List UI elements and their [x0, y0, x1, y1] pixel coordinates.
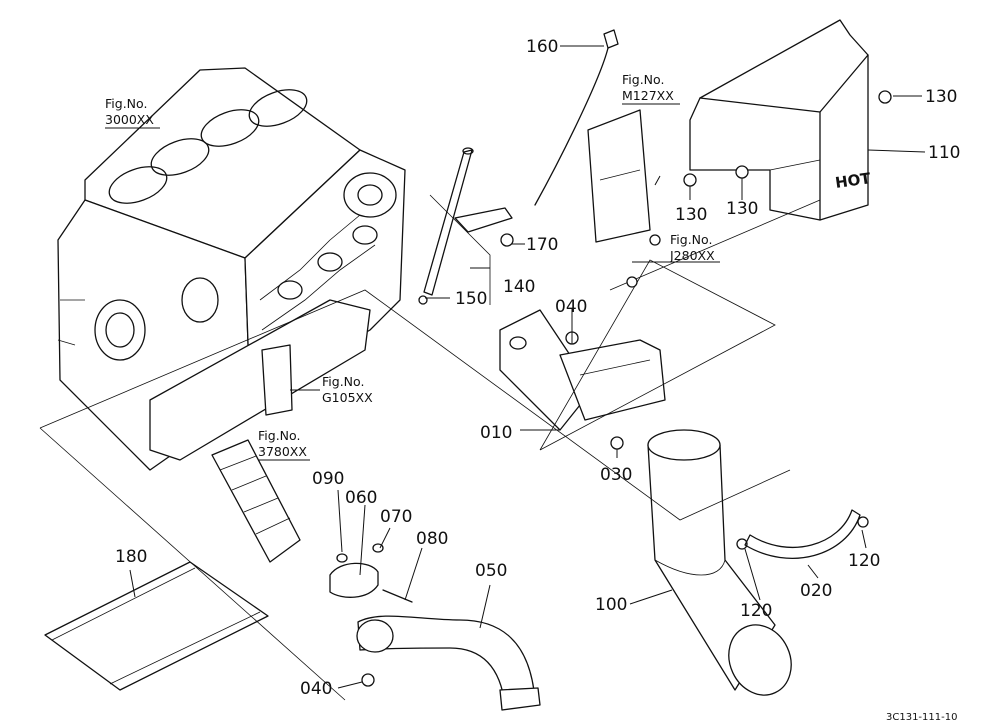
- ref-j280xx-line1: Fig.No.: [670, 232, 712, 247]
- label-130-left: 130: [675, 205, 707, 225]
- shield-bracket: [587, 109, 651, 243]
- muffler: [647, 429, 792, 696]
- label-130-mid: 130: [726, 199, 758, 219]
- ref-3780xx-line2: 3780XX: [258, 444, 307, 459]
- drawing-code: 3C131-111-10: [886, 712, 957, 723]
- label-030: 030: [600, 465, 632, 485]
- leader-lines: [129, 45, 926, 689]
- figure-references: Fig.No. 3000XX Fig.No. M127XX Fig.No. J2…: [105, 72, 720, 461]
- ref-g105xx-line1: Fig.No.: [322, 374, 364, 389]
- ref-m127xx-line2: M127XX: [622, 88, 674, 103]
- heat-shield: [689, 19, 869, 221]
- label-120-right: 120: [848, 551, 880, 571]
- label-060: 060: [345, 488, 377, 508]
- muffler-clamp: [736, 509, 869, 559]
- label-100: 100: [595, 595, 627, 615]
- phantom-lines: [39, 194, 821, 701]
- part-number-labels: 160 130 110 130 130 170 140 150 040 010 …: [115, 37, 960, 699]
- dipstick: [534, 29, 619, 206]
- label-150: 150: [455, 289, 487, 309]
- label-160: 160: [526, 37, 558, 57]
- fasteners: [361, 90, 892, 687]
- muffler-bracket: [499, 309, 666, 431]
- ref-3000xx-line2: 3000XX: [105, 112, 154, 127]
- label-080: 080: [416, 529, 448, 549]
- dipstick-guide-tube: [418, 147, 474, 305]
- label-090: 090: [312, 469, 344, 489]
- label-050: 050: [475, 561, 507, 581]
- hot-warning-label: HOT: [834, 169, 872, 192]
- ref-3780xx-line1: Fig.No.: [258, 428, 300, 443]
- engine-block: [57, 67, 406, 471]
- label-170: 170: [526, 235, 558, 255]
- ref-m127xx-line1: Fig.No.: [622, 72, 664, 87]
- label-120-bottom: 120: [740, 601, 772, 621]
- label-110: 110: [928, 143, 960, 163]
- flex-hose: [211, 439, 301, 563]
- label-180: 180: [115, 547, 147, 567]
- label-070: 070: [380, 507, 412, 527]
- label-040-upper: 040: [555, 297, 587, 317]
- label-010: 010: [480, 423, 512, 443]
- tube-bracket: [454, 207, 514, 247]
- label-140: 140: [503, 277, 535, 297]
- ref-3000xx-line1: Fig.No.: [105, 96, 147, 111]
- label-020: 020: [800, 581, 832, 601]
- exhaust-pipe: [356, 615, 541, 711]
- label-130-top: 130: [925, 87, 957, 107]
- ref-j280xx-line2: J280XX: [669, 248, 715, 263]
- operator-manual: [44, 561, 269, 691]
- label-040-lower: 040: [300, 679, 332, 699]
- ref-g105xx-line2: G105XX: [322, 390, 373, 405]
- pipe-clamp: [329, 543, 413, 603]
